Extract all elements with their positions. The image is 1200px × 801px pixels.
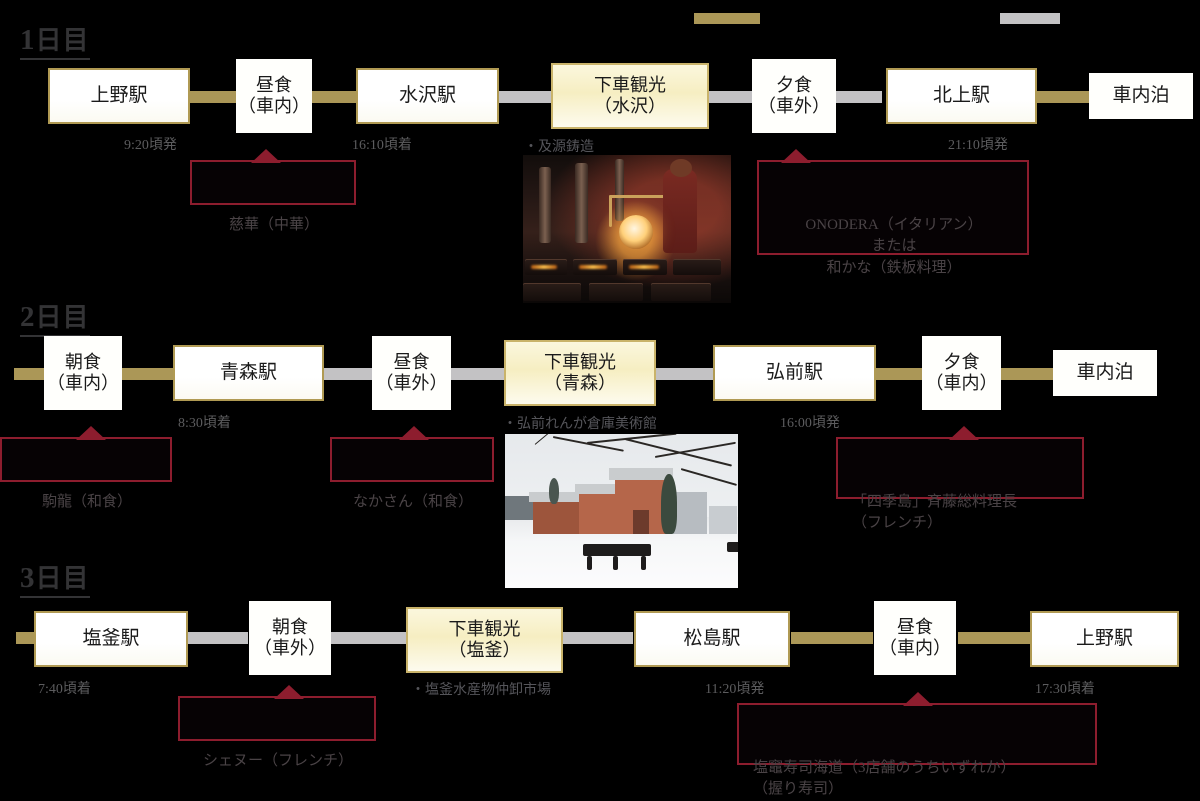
node-d1-ueno-station[interactable]: 上野駅 [48, 68, 190, 124]
callout-pointer-icon [251, 149, 281, 163]
node-d1-dinner-offboard[interactable]: 夕食 （車外） [752, 59, 836, 133]
callout-d2-lunch-text: なかさん（和食） [352, 493, 473, 510]
connector-d2-5 [874, 368, 924, 380]
node-d1-overnight-onboard[interactable]: 車内泊 [1089, 73, 1193, 119]
connector-d1-5 [832, 91, 882, 103]
day-heading-3-suffix: 日目 [35, 564, 90, 593]
callout-d3-lunch-text: 塩竈寿司海道（3店舗のうちいずれか） （握り寿司） [753, 759, 1016, 798]
callout-d3-breakfast-text: シェヌー（フレンチ） [202, 752, 353, 769]
spot-label-day2: ・弘前れんが倉庫美術館 [503, 417, 657, 432]
time-d3-ueno: 17:30頃着 [1035, 682, 1095, 697]
callout-pointer-icon [274, 685, 304, 699]
callout-d3-breakfast-restaurant[interactable]: シェヌー（フレンチ） [178, 685, 376, 769]
callout-pointer-icon [903, 692, 933, 706]
connector-d2-2 [322, 368, 374, 380]
callout-d2-breakfast-text: 駒龍（和食） [41, 493, 132, 510]
node-d2-overnight-onboard[interactable]: 車内泊 [1053, 350, 1157, 396]
callout-d2-dinner-chef[interactable]: 「四季島」斉藤総料理長 （フレンチ） [836, 426, 1084, 531]
node-d1-kitakami-station[interactable]: 北上駅 [886, 68, 1037, 124]
connector-d1-2 [308, 91, 360, 103]
node-d2-aomori-station[interactable]: 青森駅 [173, 345, 324, 401]
connector-d3-3 [563, 632, 633, 644]
callout-d1-lunch-restaurant[interactable]: 慈華（中華） [190, 149, 356, 233]
spot-label-day1: ・及源鋳造 [524, 140, 594, 155]
callout-d3-lunch-sushi[interactable]: 塩竈寿司海道（3店舗のうちいずれか） （握り寿司） [737, 692, 1097, 797]
time-d2-aomori: 8:30頃着 [178, 416, 231, 431]
callout-d1-dinner-text: ONODERA（イタリアン） または 和かな（鉄板料理） [805, 216, 983, 277]
node-d2-sightseeing-aomori[interactable]: 下車観光 （青森） [504, 340, 656, 406]
callout-d1-lunch-text: 慈華（中華） [228, 216, 319, 233]
connector-d1-6 [1033, 91, 1093, 103]
node-d3-lunch-onboard[interactable]: 昼食 （車内） [874, 601, 956, 675]
day-heading-2-number: 2 [20, 301, 36, 333]
node-d2-breakfast-onboard[interactable]: 朝食 （車内） [44, 336, 122, 410]
time-d1-ueno: 9:20頃発 [124, 138, 177, 153]
node-d2-dinner-onboard[interactable]: 夕食 （車内） [922, 336, 1001, 410]
day-heading-2: 2日目 [20, 303, 90, 337]
callout-d2-breakfast-restaurant[interactable]: 駒龍（和食） [0, 426, 172, 510]
node-d2-hirosaki-station[interactable]: 弘前駅 [713, 345, 876, 401]
node-d3-sightseeing-shiogama[interactable]: 下車観光 （塩釜） [406, 607, 563, 673]
callout-pointer-icon [781, 149, 811, 163]
day-heading-2-suffix: 日目 [35, 303, 90, 332]
day-heading-3: 3日目 [20, 564, 90, 598]
connector-d3-4 [791, 632, 873, 644]
connector-d2-4 [653, 368, 715, 380]
callout-d2-dinner-text: 「四季島」斉藤総料理長 （フレンチ） [852, 493, 1018, 532]
node-d1-sightseeing-mizusawa[interactable]: 下車観光 （水沢） [551, 63, 709, 129]
node-d1-mizusawa-station[interactable]: 水沢駅 [356, 68, 499, 124]
time-d1-mizusawa: 16:10頃着 [352, 138, 412, 153]
time-d3-matsushima: 11:20頃発 [705, 682, 765, 697]
legend-swatch-gray [1000, 13, 1060, 24]
node-d3-shiogama-station[interactable]: 塩釜駅 [34, 611, 188, 667]
node-d3-matsushima-station[interactable]: 松島駅 [634, 611, 790, 667]
day-heading-1-suffix: 日目 [35, 26, 90, 55]
connector-d3-5 [958, 632, 1032, 644]
callout-pointer-icon [76, 426, 106, 440]
callout-pointer-icon [399, 426, 429, 440]
callout-d1-dinner-restaurant[interactable]: ONODERA（イタリアン） または 和かな（鉄板料理） [757, 149, 1029, 276]
spot-label-day3: ・塩釜水産物仲卸市場 [411, 683, 551, 698]
connector-d2-1 [120, 368, 175, 380]
connector-d1-4 [705, 91, 755, 103]
day-heading-1-number: 1 [20, 24, 36, 56]
node-d3-breakfast-offboard[interactable]: 朝食 （車外） [249, 601, 331, 675]
connector-d2-6 [999, 368, 1055, 380]
legend-swatch-gold [694, 13, 760, 24]
itinerary-canvas: 1日目 上野駅 昼食 （車内） 水沢駅 下車観光 （水沢） 夕食 （車外） 北上… [0, 13, 1193, 797]
node-d3-ueno-station[interactable]: 上野駅 [1030, 611, 1179, 667]
connector-d3-2 [330, 632, 406, 644]
connector-d2-3 [449, 368, 507, 380]
photo-hirosaki-brick-warehouse [505, 434, 738, 588]
time-d3-shiogama: 7:40頃着 [38, 682, 91, 697]
photo-oitomi-foundry [523, 155, 731, 303]
connector-d1-1 [186, 91, 238, 103]
time-d1-kitakami: 21:10頃発 [948, 138, 1008, 153]
connector-d1-3 [495, 91, 555, 103]
node-d1-lunch-onboard[interactable]: 昼食 （車内） [236, 59, 312, 133]
node-d2-lunch-offboard[interactable]: 昼食 （車外） [372, 336, 451, 410]
callout-d2-lunch-restaurant[interactable]: なかさん（和食） [330, 426, 494, 510]
callout-pointer-icon [949, 426, 979, 440]
connector-d3-1 [182, 632, 248, 644]
day-heading-1: 1日目 [20, 26, 90, 60]
connector-d2-0 [14, 368, 48, 380]
day-heading-3-number: 3 [20, 562, 36, 594]
time-d2-hirosaki: 16:00頃発 [780, 416, 840, 431]
